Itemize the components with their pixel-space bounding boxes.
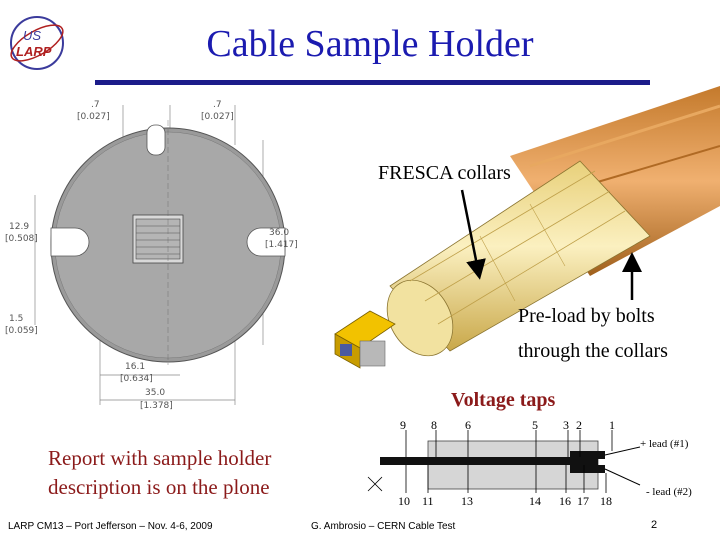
tap-label-17: 17 [577, 494, 589, 508]
tap-label-8: 8 [431, 418, 437, 432]
fresca-collar-render [330, 86, 720, 386]
title-divider [95, 80, 650, 85]
slide-title: Cable Sample Holder [206, 23, 534, 65]
dim-left-low: 1.5 [9, 314, 23, 324]
tap-label-5: 5 [532, 418, 538, 432]
voltage-taps-label: Voltage taps [451, 389, 556, 411]
report-text-line1: Report with sample holder [48, 446, 272, 470]
tap-label-11: 11 [422, 494, 434, 508]
fresca-arrow [460, 189, 486, 280]
dim-right-in: [1.417] [265, 240, 298, 250]
dim-bottom1: 16.1 [125, 362, 145, 372]
dim-bottom2-in: [1.378] [140, 401, 173, 411]
lead-plus-label: + lead (#1) [640, 438, 689, 450]
dim-left-low-in: [0.059] [5, 326, 38, 336]
logo-line1: US [23, 28, 41, 43]
voltage-tap-schematic: 9 8 6 5 3 2 1 10 11 13 14 16 17 18 + lea… [360, 415, 720, 515]
logo-line2: LARP [16, 44, 52, 59]
tap-label-6: 6 [465, 418, 471, 432]
tap-label-13: 13 [461, 494, 473, 508]
us-larp-logo: US LARP [6, 12, 68, 74]
fresca-collars-label: FRESCA collars [378, 162, 511, 184]
footer-author: G. Ambrosio – CERN Cable Test [311, 521, 456, 532]
tap-label-9: 9 [400, 418, 406, 432]
dim-bottom2: 35.0 [145, 388, 165, 398]
preload-label-line2: through the collars [518, 340, 668, 362]
dim-top-right-in: [0.027] [201, 112, 234, 122]
page-number: 2 [651, 519, 658, 531]
tap-label-2: 2 [576, 418, 582, 432]
tap-label-1: 1 [609, 418, 615, 432]
tap-label-16: 16 [559, 494, 571, 508]
tap-label-3: 3 [563, 418, 569, 432]
dim-bottom1-in: [0.634] [120, 374, 153, 384]
holder-cross-section-drawing: .7 [0.027] .7 [0.027] 12.9 [0.508] 36.0 … [5, 95, 305, 420]
dim-left-in: [0.508] [5, 234, 38, 244]
footer-conference: LARP CM13 – Port Jefferson – Nov. 4-6, 2… [8, 521, 213, 532]
dim-top-left-in: [0.027] [77, 112, 110, 122]
tap-label-18: 18 [600, 494, 612, 508]
tap-label-10: 10 [398, 494, 410, 508]
preload-label-line1: Pre-load by bolts [518, 305, 655, 327]
dim-top-right: .7 [213, 100, 222, 110]
lead-minus-label: - lead (#2) [646, 486, 692, 498]
report-text-line2: description is on the plone [48, 475, 270, 499]
tap-label-14: 14 [529, 494, 541, 508]
dim-left: 12.9 [9, 222, 29, 232]
dim-top-left: .7 [91, 100, 100, 110]
dim-right: 36.0 [269, 228, 289, 238]
